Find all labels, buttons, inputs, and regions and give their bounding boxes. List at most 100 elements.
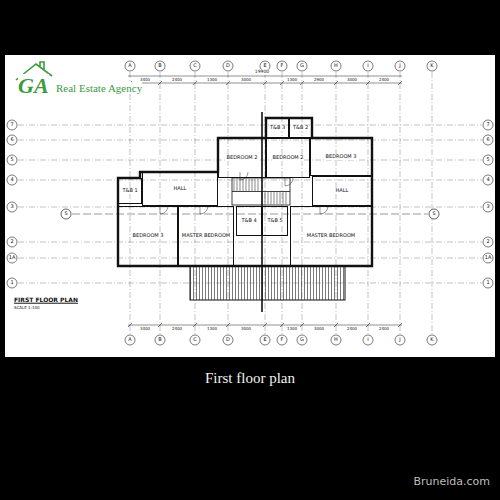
room: BEDROOM 3 xyxy=(310,138,372,176)
grid-line xyxy=(432,72,433,334)
door-swing xyxy=(200,206,208,214)
grid-bubble xyxy=(483,202,493,212)
grid-label: 4 xyxy=(486,177,489,183)
grid-bubble xyxy=(7,253,17,263)
staircase xyxy=(232,178,290,205)
grid-bubble xyxy=(483,155,493,165)
dimension-tick xyxy=(263,81,267,85)
dimension-tick xyxy=(334,323,338,327)
dimension: 2400 xyxy=(347,327,357,331)
grid-bubble xyxy=(483,253,493,263)
grid-label: E xyxy=(263,337,266,343)
dimension: 1300 xyxy=(207,327,217,331)
grid-label: 2 xyxy=(486,239,489,245)
grid-line xyxy=(160,72,161,334)
grid-label: H xyxy=(334,337,338,343)
room: BEDROOM 2 xyxy=(218,138,266,178)
dimension-tick xyxy=(193,323,197,327)
dimension-tick xyxy=(300,323,304,327)
dimension-tick xyxy=(263,323,267,327)
grid-label: B xyxy=(158,337,161,343)
grid-label: A xyxy=(128,63,131,69)
grid-label: 6 xyxy=(486,137,489,143)
dimension: 3000 xyxy=(241,327,251,331)
dimension-tick xyxy=(280,81,284,85)
room: MASTER BEDROOM xyxy=(178,206,234,266)
grid-bubble xyxy=(260,335,270,345)
grid-label: 6 xyxy=(10,137,13,143)
dimension-tick xyxy=(398,323,402,327)
grid-bubble xyxy=(223,61,233,71)
grid-label: 5 xyxy=(486,157,489,163)
grid-bubble xyxy=(297,61,307,71)
dimension-tick xyxy=(128,323,132,327)
room: MASTER BEDROOM xyxy=(290,206,372,266)
grid-label: G xyxy=(300,63,304,69)
grid-bubble xyxy=(7,237,17,247)
room: BEDROOM 2 xyxy=(266,138,310,178)
deck xyxy=(190,266,345,300)
room: T&B 2 xyxy=(289,118,312,138)
grid-label: C xyxy=(193,63,197,69)
grid-label: 3 xyxy=(10,204,13,210)
grid-line xyxy=(18,140,482,141)
grid-label: K xyxy=(430,63,433,69)
dimension: 3000 xyxy=(347,77,357,81)
grid-bubble xyxy=(223,335,233,345)
grid-bubble xyxy=(125,61,135,71)
section-marker xyxy=(429,209,439,219)
room-name: MASTER BEDROOM xyxy=(181,233,231,239)
door-swing xyxy=(320,206,328,214)
grid-label: 1 xyxy=(486,280,489,286)
grid-bubble xyxy=(7,135,17,145)
room: BEDROOM 3 xyxy=(118,206,178,266)
grid-bubble xyxy=(363,61,373,71)
dimension-tick xyxy=(158,81,162,85)
grid-label: F xyxy=(281,337,284,343)
dimension: 3400 xyxy=(140,327,150,331)
grid-line xyxy=(130,72,131,334)
grid-bubble xyxy=(7,175,17,185)
section-line xyxy=(72,214,428,215)
grid-label: 1A xyxy=(9,255,16,261)
grid-label: 1 xyxy=(10,280,13,286)
room: T&B 4 xyxy=(236,206,262,236)
logo-text: Real Estate Agency xyxy=(56,82,142,94)
outer-wall xyxy=(118,118,372,266)
room-name: T&B 4 xyxy=(240,218,257,224)
caption: First floor plan xyxy=(205,370,295,387)
grid-bubble xyxy=(483,175,493,185)
grid-label: I xyxy=(367,337,368,343)
grid-bubble xyxy=(363,335,373,345)
room-name: T&B 1 xyxy=(121,188,138,194)
grid-label: 4 xyxy=(10,177,13,183)
grid-bubble xyxy=(297,335,307,345)
grid-label: 7 xyxy=(10,122,13,128)
dimension-tick xyxy=(280,323,284,327)
grid-label: B xyxy=(158,63,161,69)
grid-bubble xyxy=(190,61,200,71)
dimension: 1300 xyxy=(287,77,297,81)
door-swing xyxy=(160,206,168,214)
room-name: T&B 5 xyxy=(266,218,283,224)
grid-label: 7 xyxy=(486,122,489,128)
dimension-line xyxy=(128,76,402,77)
grid-label: J xyxy=(399,337,400,343)
grid-bubble xyxy=(277,61,287,71)
dimension: 2400 xyxy=(379,77,389,81)
grid-bubble xyxy=(190,335,200,345)
dimension-tick xyxy=(226,81,230,85)
dimension-tick xyxy=(398,81,402,85)
grid-label: G xyxy=(300,337,304,343)
grid-label: A xyxy=(128,337,131,343)
dimension: 19900 xyxy=(255,70,269,75)
grid-label: D xyxy=(226,63,230,69)
room-name: T&B 2 xyxy=(292,125,309,131)
grid-label: 2 xyxy=(10,239,13,245)
door-swing xyxy=(240,172,248,180)
grid-bubble xyxy=(483,135,493,145)
plan-title: FIRST FLOOR PLAN xyxy=(14,297,78,304)
section-mark: S xyxy=(64,211,67,217)
